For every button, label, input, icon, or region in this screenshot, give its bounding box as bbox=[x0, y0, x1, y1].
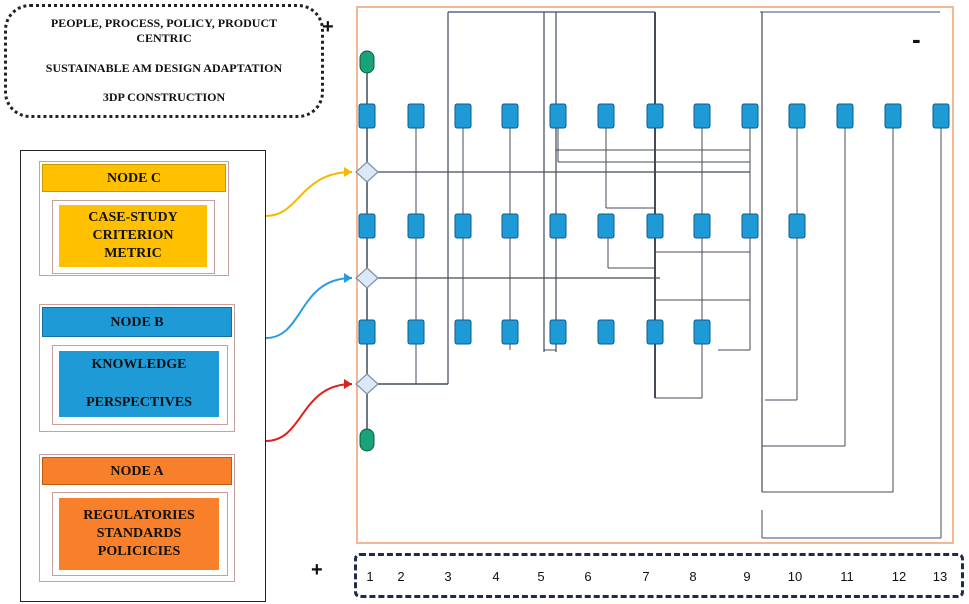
node-a-line-1: REGULATORIES bbox=[83, 508, 195, 523]
block-r2-c4 bbox=[501, 213, 519, 239]
block-r1-c5 bbox=[549, 103, 567, 129]
node-a-line-3: POLICICIES bbox=[97, 544, 181, 559]
node-b-arrow-head bbox=[344, 273, 352, 283]
plus-top-sign: + bbox=[322, 16, 334, 38]
node-a-inner: REGULATORIES STANDARDS POLICICIES bbox=[52, 492, 228, 576]
legend-line-3: SUSTAINABLE AM DESIGN ADAPTATION bbox=[45, 61, 283, 75]
diagram-frame bbox=[356, 6, 954, 544]
axis-label-9: 9 bbox=[743, 569, 751, 584]
axis-label-8: 8 bbox=[689, 569, 697, 584]
node-b-title: NODE B bbox=[42, 307, 232, 337]
block-r2-c8 bbox=[693, 213, 711, 239]
node-b-card: NODE B KNOWLEDGE PERSPECTIVES bbox=[39, 304, 235, 432]
node-a-arrow bbox=[265, 383, 353, 442]
block-r3-c7 bbox=[646, 319, 664, 345]
block-r3-c5 bbox=[549, 319, 567, 345]
plus-bottom-sign: + bbox=[311, 559, 323, 581]
node-b-arrow bbox=[265, 277, 353, 339]
node-c-line-2: CRITERION bbox=[92, 228, 174, 243]
block-r2-c10 bbox=[788, 213, 806, 239]
node-connector-curves bbox=[265, 167, 353, 442]
node-a-title: NODE A bbox=[42, 457, 232, 485]
block-r3-c3 bbox=[454, 319, 472, 345]
block-r3-c6 bbox=[597, 319, 615, 345]
block-r2-c2 bbox=[407, 213, 425, 239]
legend-line-1: PEOPLE, PROCESS, POLICY, PRODUCT bbox=[50, 16, 278, 30]
decision-diamond-2 bbox=[355, 267, 379, 289]
block-r1-c6 bbox=[597, 103, 615, 129]
node-b-body: KNOWLEDGE PERSPECTIVES bbox=[59, 351, 219, 417]
node-a-line-2: STANDARDS bbox=[96, 526, 182, 541]
block-r1-c8 bbox=[693, 103, 711, 129]
block-r2-c3 bbox=[454, 213, 472, 239]
decision-diamond-1 bbox=[355, 161, 379, 183]
block-r1-c3 bbox=[454, 103, 472, 129]
axis-label-4: 4 bbox=[492, 569, 500, 584]
axis-label-6: 6 bbox=[584, 569, 592, 584]
block-r3-c8 bbox=[693, 319, 711, 345]
node-c-card: NODE C CASE-STUDY CRITERION METRIC bbox=[39, 161, 229, 276]
diagram-shapes bbox=[355, 50, 950, 452]
node-b-inner: KNOWLEDGE PERSPECTIVES bbox=[52, 345, 228, 425]
legend-line-2: CENTRIC bbox=[136, 31, 192, 45]
block-r2-c7 bbox=[646, 213, 664, 239]
axis-label-10: 10 bbox=[787, 569, 803, 584]
block-r2-c1 bbox=[358, 213, 376, 239]
axis-label-12: 12 bbox=[891, 569, 907, 584]
node-c-inner: CASE-STUDY CRITERION METRIC bbox=[52, 200, 215, 274]
node-a-body: REGULATORIES STANDARDS POLICICIES bbox=[59, 498, 219, 570]
block-r2-c6 bbox=[597, 213, 615, 239]
axis-label-7: 7 bbox=[642, 569, 650, 584]
block-r1-c10 bbox=[788, 103, 806, 129]
block-r1-c12 bbox=[884, 103, 902, 129]
axis-label-13: 13 bbox=[932, 569, 948, 584]
legend-box: PEOPLE, PROCESS, POLICY, PRODUCT CENTRIC… bbox=[4, 4, 324, 118]
block-r1-c9 bbox=[741, 103, 759, 129]
minus-sign: - bbox=[912, 24, 921, 54]
block-r3-c2 bbox=[407, 319, 425, 345]
block-r1-c11 bbox=[836, 103, 854, 129]
node-c-title: NODE C bbox=[42, 164, 226, 192]
block-r1-c7 bbox=[646, 103, 664, 129]
node-b-line-3: PERSPECTIVES bbox=[86, 395, 192, 410]
node-a-card: NODE A REGULATORIES STANDARDS POLICICIES bbox=[39, 454, 235, 582]
node-a-arrow-head bbox=[344, 379, 352, 389]
node-c-body: CASE-STUDY CRITERION METRIC bbox=[59, 205, 207, 267]
start-terminator bbox=[359, 50, 375, 74]
axis-label-3: 3 bbox=[444, 569, 452, 584]
node-panel: NODE C CASE-STUDY CRITERION METRIC NODE … bbox=[20, 150, 266, 602]
legend-line-4: 3DP CONSTRUCTION bbox=[102, 90, 226, 104]
block-r1-c4 bbox=[501, 103, 519, 129]
node-c-line-1: CASE-STUDY bbox=[88, 210, 178, 225]
decision-diamond-3 bbox=[355, 373, 379, 395]
node-c-arrow bbox=[265, 171, 353, 217]
end-terminator bbox=[359, 428, 375, 452]
block-r1-c2 bbox=[407, 103, 425, 129]
axis-label-1: 1 bbox=[366, 569, 374, 584]
connector-lines bbox=[366, 11, 942, 539]
node-b-line-1: KNOWLEDGE bbox=[91, 357, 187, 372]
block-r3-c1 bbox=[358, 319, 376, 345]
node-c-line-3: METRIC bbox=[104, 246, 162, 261]
block-r3-c4 bbox=[501, 319, 519, 345]
block-r2-c5 bbox=[549, 213, 567, 239]
node-c-arrow-head bbox=[344, 167, 352, 177]
axis-label-2: 2 bbox=[397, 569, 405, 584]
axis-label-5: 5 bbox=[537, 569, 545, 584]
axis-label-11: 11 bbox=[840, 569, 854, 584]
block-r1-c13 bbox=[932, 103, 950, 129]
block-r2-c9 bbox=[741, 213, 759, 239]
block-r1-c1 bbox=[358, 103, 376, 129]
